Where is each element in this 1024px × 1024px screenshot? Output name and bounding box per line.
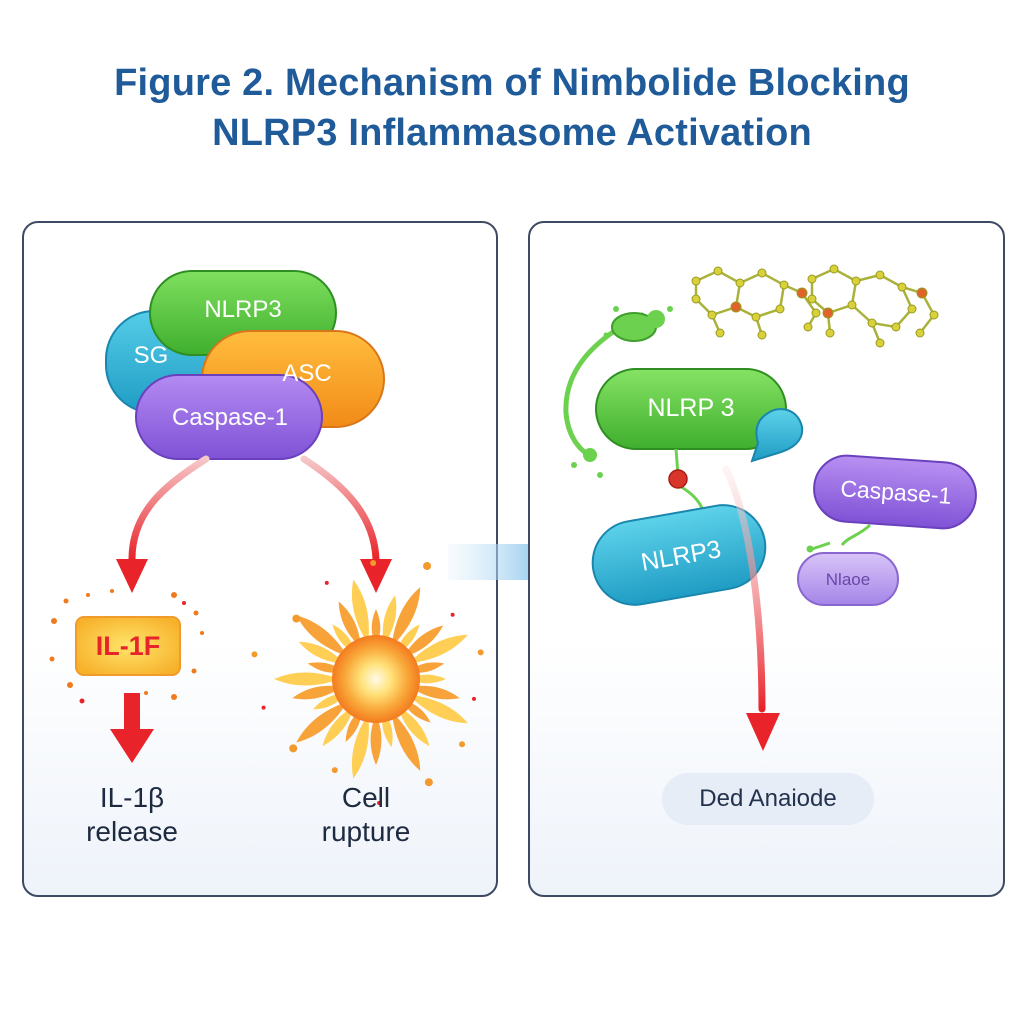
molecule-atom — [730, 301, 742, 313]
il-box-sparkles — [49, 589, 204, 704]
burst-droplet — [261, 705, 266, 710]
burst-ray — [296, 695, 355, 743]
molecule-atom — [779, 280, 789, 290]
sg-label: SG — [133, 342, 169, 369]
il-release-line2: release — [86, 816, 178, 847]
burst-droplet — [423, 562, 432, 571]
molecule-atom — [916, 287, 928, 299]
right-panel: NLRP 3 NLRP3 Caspase-1 Nlaoe Ded Anaiode — [528, 221, 1005, 897]
molecule-atom — [915, 328, 925, 338]
burst-droplet — [292, 614, 301, 623]
burst-droplet — [377, 800, 382, 805]
ligand-particles — [571, 306, 673, 478]
cell-rupture-text: Cell rupture — [296, 781, 436, 849]
molecule-atom — [691, 294, 701, 304]
caspase-protein — [135, 374, 323, 460]
outcome-arrow-head — [746, 713, 780, 751]
outcome-arrow-shaft — [722, 465, 766, 713]
cell-rupture-line1: Cell — [341, 782, 391, 813]
molecule-atom — [847, 300, 857, 310]
molecule-atom — [807, 274, 817, 284]
burst-ray — [351, 707, 372, 779]
caspase-right-protein — [813, 454, 977, 530]
molecule-atom — [713, 266, 723, 276]
molecule-atom — [735, 278, 745, 288]
burst-ray — [386, 587, 421, 654]
burst-droplet — [370, 560, 377, 567]
burst-ray — [296, 615, 355, 663]
molecule-atom — [691, 276, 701, 286]
nlrp3-top-label: NLRP 3 — [647, 394, 735, 422]
burst-ray — [401, 689, 468, 724]
molecule-atom — [807, 294, 817, 304]
small-purple-label: Nlaoe — [825, 570, 871, 589]
burst-ray — [370, 708, 382, 765]
figure-title-line2: NLRP3 Inflammasome Activation — [212, 112, 812, 154]
binding-site-dot — [668, 469, 688, 489]
molecule-atom — [875, 270, 885, 280]
molecule-atom — [796, 287, 808, 299]
figure-title-line1: Figure 2. Mechanism of Nimbolide Blockin… — [114, 62, 910, 104]
molecule-atom — [707, 310, 717, 320]
molecule-atom — [775, 304, 785, 314]
molecule-atom — [715, 328, 725, 338]
molecule-atom — [851, 276, 861, 286]
il-box-label: IL-1F — [95, 631, 161, 661]
molecule-atom — [811, 308, 821, 318]
molecule-atom — [825, 328, 835, 338]
molecule-atom — [751, 312, 761, 322]
molecule-atom — [875, 338, 885, 348]
burst-droplet — [289, 744, 298, 753]
molecule-atom — [829, 264, 839, 274]
molecule-atoms — [691, 264, 939, 348]
molecule-atom — [757, 330, 767, 340]
burst-ray — [274, 672, 347, 686]
molecule-atom — [897, 282, 907, 292]
blue-droplet — [750, 408, 804, 463]
outcome-pill: Ded Anaiode — [662, 773, 874, 825]
burst-droplet — [424, 778, 433, 787]
burst-droplet — [459, 741, 466, 748]
burst-ray — [386, 704, 421, 771]
left-panel-illustration — [49, 270, 484, 805]
arrow-to-rupture — [300, 455, 380, 563]
molecule-atom — [867, 318, 877, 328]
arrow-head-il — [116, 559, 148, 593]
molecule-atom — [907, 304, 917, 314]
il-down-arrow-shaft — [124, 693, 140, 731]
nlrp3-bottom-protein — [591, 504, 767, 606]
molecule-atom — [803, 322, 813, 332]
right-panel-illustration — [563, 264, 977, 751]
il-release-line1: IL-1β — [99, 782, 165, 813]
molecule-atom — [757, 268, 767, 278]
nlrp3-label: NLRP3 — [204, 296, 282, 323]
molecule-atom — [929, 310, 939, 320]
burst-droplet — [251, 651, 258, 658]
asc-label: ASC — [282, 360, 332, 387]
il-box — [75, 616, 181, 676]
inflammasome-cluster — [105, 270, 385, 460]
burst-droplet — [450, 612, 455, 617]
burst-ray — [401, 634, 468, 669]
burst-droplet — [324, 580, 329, 585]
burst-ray — [351, 579, 372, 651]
burst-droplet — [477, 649, 484, 656]
molecule-atom — [822, 307, 834, 319]
il-release-text: IL-1β release — [62, 781, 202, 849]
arrow-head-rupture — [360, 559, 392, 593]
figure-title: Figure 2. Mechanism of Nimbolide Blockin… — [0, 58, 1024, 158]
cell-burst — [251, 560, 484, 805]
cell-rupture-line2: rupture — [321, 816, 411, 847]
left-panel: NLRP3 SG ASC Caspase-1 IL-1F IL-1β relea… — [22, 221, 498, 897]
caspase-label: Caspase-1 — [171, 404, 289, 431]
small-purple-protein — [797, 552, 899, 606]
burst-droplet — [472, 696, 477, 701]
molecule-atom — [891, 322, 901, 332]
burst-droplet — [331, 767, 338, 774]
arrow-to-il-box — [128, 455, 210, 563]
burst-core — [332, 635, 420, 723]
il-down-arrow-head — [110, 729, 154, 763]
